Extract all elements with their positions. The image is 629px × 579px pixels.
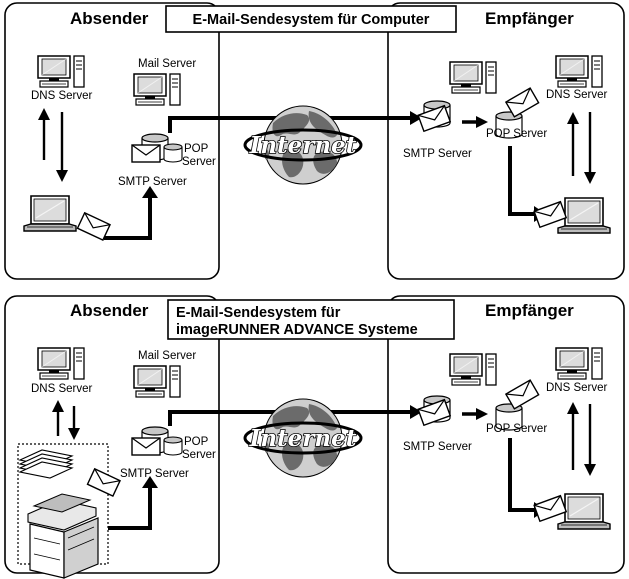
bottom-diagram: Absender Empfänger E-Mail-Sendesystem fü…: [4, 295, 625, 579]
mail-server-icon: [133, 365, 181, 398]
mail-server-label-bottom: Mail Server: [138, 350, 196, 362]
pc-icon: [449, 353, 497, 386]
title-bottom-line1: E-Mail-Sendesystem für: [176, 305, 341, 321]
receiver-heading-top: Empfänger: [485, 9, 574, 28]
pop-server-label-receiver-top: POP Server: [486, 128, 547, 140]
title-top: E-Mail-Sendesystem für Computer: [193, 12, 430, 28]
envelope-icon: [86, 468, 121, 497]
receiver-panel-bottom: [387, 295, 625, 574]
internet-label-top: Internet: [249, 132, 357, 159]
mail-server-icon: [133, 73, 181, 106]
envelope-icon: [76, 212, 111, 241]
sender-heading-top: Absender: [70, 9, 149, 28]
printer-icon: [19, 449, 99, 579]
dns-server-label-sender-top: DNS Server: [31, 90, 93, 102]
pop-label-sender-bottom-2: Server: [182, 449, 216, 461]
envelope-icon: [131, 437, 161, 456]
internet-label-bottom: Internet: [249, 425, 357, 452]
dns-server-icon: [37, 347, 85, 380]
laptop-icon: [23, 195, 77, 232]
receiver-heading-bottom: Empfänger: [485, 301, 574, 320]
mail-server-label-top: Mail Server: [138, 58, 196, 70]
envelope-icon: [131, 144, 161, 163]
pop-server-icon: [163, 436, 183, 456]
sender-panel-bottom: [4, 295, 220, 574]
sender-panel-top: [4, 2, 220, 280]
envelope-icon: [533, 200, 567, 228]
title-bottom-line2: imageRUNNER ADVANCE Systeme: [176, 322, 418, 338]
pc-icon: [449, 61, 497, 94]
envelope-icon: [533, 494, 567, 522]
pop-server-icon: [163, 143, 183, 163]
receiver-panel-top: [387, 2, 625, 280]
dns-server-label-sender-bottom: DNS Server: [31, 383, 93, 395]
pop-label-sender-top-1: POP: [184, 143, 209, 155]
smtp-server-label-sender-bottom: SMTP Server: [120, 468, 189, 480]
envelope-icon: [417, 104, 451, 132]
title-box-bottom: [167, 299, 455, 340]
smtp-server-label-receiver-bottom: SMTP Server: [403, 441, 472, 453]
top-diagram: Absender Empfänger E-Mail-Sendesystem fü…: [4, 2, 625, 280]
dns-server-label-receiver-top: DNS Server: [546, 89, 608, 101]
smtp-server-label-receiver-top: SMTP Server: [403, 148, 472, 160]
dns-server-icon: [37, 55, 85, 88]
pop-label-sender-bottom-1: POP: [184, 436, 209, 448]
pop-server-label-receiver-bottom: POP Server: [486, 423, 547, 435]
sender-heading-bottom: Absender: [70, 301, 149, 320]
title-box-top: [165, 5, 457, 33]
dns-server-label-receiver-bottom: DNS Server: [546, 382, 608, 394]
dns-server-icon: [555, 55, 603, 88]
pop-label-sender-top-2: Server: [182, 156, 216, 168]
smtp-server-label-sender-top: SMTP Server: [118, 176, 187, 188]
dns-server-icon: [555, 347, 603, 380]
